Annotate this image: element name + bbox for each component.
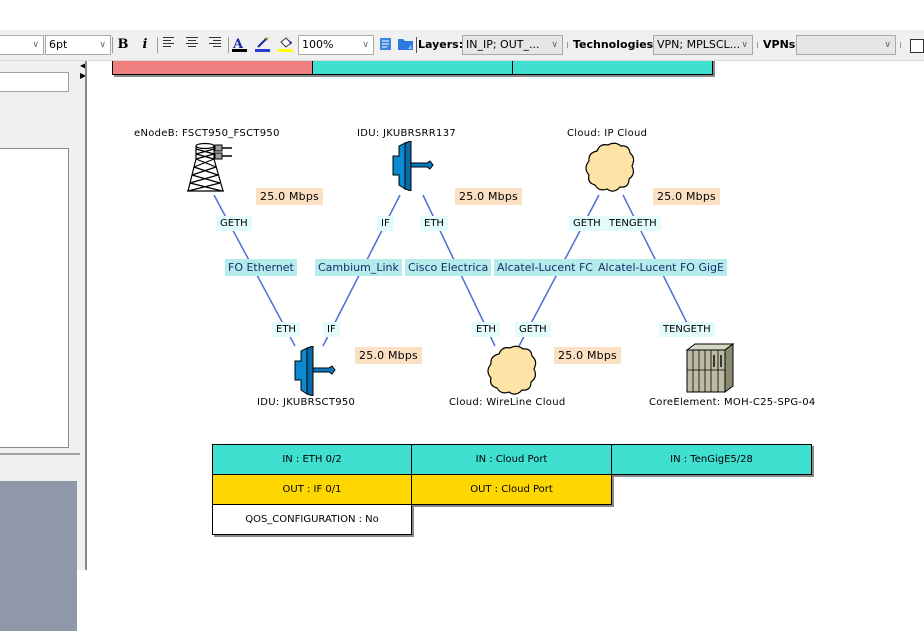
document-list-icon — [380, 38, 391, 50]
port-label: ETH — [472, 322, 500, 337]
technologies-value: VPN; MPLSCL... — [657, 38, 741, 51]
cell-tower-icon — [187, 142, 232, 192]
chevron-down-icon: ∨ — [362, 40, 369, 50]
left-list[interactable] — [0, 148, 69, 448]
bold-button[interactable]: B — [117, 37, 129, 52]
line-color-icon — [255, 37, 270, 52]
align-left-button[interactable] — [160, 36, 178, 54]
link-label[interactable]: Cambium_Link — [315, 259, 402, 276]
technologies-label: Technologies: — [573, 38, 658, 51]
toolbar: ∨ 6pt ∨ B i A 100% ∨ Layers: IN_IP; OUT_..… — [0, 30, 924, 61]
node-label[interactable]: CoreElement: MOH-C25-SPG-04 — [649, 397, 816, 408]
core-element-rack-icon — [685, 343, 735, 393]
node-label[interactable]: Cloud: IP Cloud — [567, 128, 648, 139]
link-label[interactable]: FO Ethernet — [225, 259, 297, 276]
open-folder-button[interactable] — [397, 36, 415, 54]
italic-button[interactable]: i — [142, 37, 148, 52]
separator — [416, 37, 417, 53]
align-right-icon — [209, 37, 221, 47]
technologies-select[interactable]: VPN; MPLSCL...∨ — [653, 35, 753, 55]
qos-config-cell[interactable]: QOS_CONFIGURATION : No — [212, 504, 412, 535]
node-label[interactable]: IDU: JKUBRSRR137 — [357, 128, 457, 139]
chevron-down-icon: ∨ — [99, 40, 106, 50]
bandwidth-label: 25.0 Mbps — [653, 188, 720, 205]
vpns-label: VPNs: — [763, 38, 800, 51]
separator — [228, 37, 229, 53]
port-label: GETH — [216, 216, 252, 231]
link-label[interactable]: Cisco Electrica — [405, 259, 492, 276]
top-table-cell[interactable] — [512, 61, 713, 75]
node-label[interactable]: Cloud: WireLine Cloud — [449, 397, 566, 408]
port-label: TENGETH — [659, 322, 715, 337]
line-color-button[interactable] — [254, 36, 272, 54]
layers-label: Layers: — [418, 38, 464, 51]
bandwidth-label: 25.0 Mbps — [455, 188, 522, 205]
left-search-input[interactable] — [0, 72, 69, 92]
align-center-button[interactable] — [183, 36, 201, 54]
zoom-value: 100% — [302, 38, 334, 51]
idu-antenna-icon — [392, 141, 434, 191]
diagram-canvas[interactable]: eNodeB: FSCT950_FSCT950 IDU: JKUBRSRR137… — [87, 61, 924, 570]
title-area — [0, 0, 924, 30]
node-label[interactable]: eNodeB: FSCT950_FSCT950 — [134, 128, 280, 139]
align-left-icon — [163, 37, 174, 47]
node-label[interactable]: IDU: JKUBRSCT950 — [257, 397, 356, 408]
font-name-select[interactable]: ∨ — [0, 35, 44, 55]
splitter-line — [85, 61, 87, 570]
separator — [900, 42, 901, 48]
separator — [112, 37, 113, 53]
in-port-cell[interactable]: IN : Cloud Port — [411, 444, 612, 475]
properties-button[interactable] — [377, 36, 395, 54]
svg-text:A: A — [232, 37, 244, 52]
link-label[interactable]: Alcatel-Lucent FO GigE — [595, 259, 727, 276]
left-bottom-panel — [0, 481, 77, 631]
separator — [757, 42, 758, 48]
port-label: TENGETH — [605, 216, 661, 231]
bandwidth-label: 25.0 Mbps — [256, 188, 323, 205]
bandwidth-label: 25.0 Mbps — [355, 347, 422, 364]
bandwidth-label: 25.0 Mbps — [554, 347, 621, 364]
chevron-down-icon: ∨ — [551, 40, 558, 50]
collapse-left-icon[interactable]: ◀ — [80, 61, 87, 70]
port-label: IF — [377, 216, 394, 231]
font-size-select[interactable]: 6pt ∨ — [45, 35, 111, 55]
cloud-icon — [585, 142, 635, 192]
chevron-down-icon: ∨ — [741, 40, 748, 50]
layers-select[interactable]: IN_IP; OUT_... ∨ — [462, 35, 563, 55]
checkbox[interactable] — [910, 39, 924, 53]
zoom-select[interactable]: 100% ∨ — [298, 35, 374, 55]
in-port-cell[interactable]: IN : TenGigE5/28 — [611, 444, 812, 475]
separator — [567, 42, 568, 48]
font-size-value: 6pt — [49, 38, 68, 51]
left-panel — [0, 61, 80, 631]
folder-icon — [398, 39, 413, 50]
idu-antenna-icon — [294, 346, 336, 396]
chevron-down-icon: ∨ — [884, 40, 891, 50]
port-label: GETH — [515, 322, 551, 337]
vertical-splitter[interactable]: ◀ ▶ — [80, 61, 86, 570]
port-label: ETH — [272, 322, 300, 337]
cloud-icon — [487, 345, 537, 395]
font-color-icon: A — [232, 37, 247, 52]
font-color-button[interactable]: A — [231, 36, 249, 54]
port-label: GETH — [569, 216, 605, 231]
out-port-cell[interactable]: OUT : Cloud Port — [411, 474, 612, 505]
link-label[interactable]: Alcatel-Lucent FC — [494, 259, 596, 276]
port-label: IF — [323, 322, 340, 337]
separator — [157, 37, 158, 53]
chevron-down-icon: ∨ — [32, 40, 39, 50]
expand-right-icon[interactable]: ▶ — [80, 71, 87, 80]
fill-color-button[interactable] — [277, 36, 295, 54]
align-center-icon — [186, 37, 198, 47]
panel-splitter[interactable] — [0, 453, 80, 455]
out-port-cell[interactable]: OUT : IF 0/1 — [212, 474, 412, 505]
in-port-cell[interactable]: IN : ETH 0/2 — [212, 444, 412, 475]
port-label: ETH — [420, 216, 448, 231]
vpns-select[interactable]: ∨ — [796, 35, 896, 55]
layers-value: IN_IP; OUT_... — [466, 38, 540, 51]
paint-bucket-icon — [278, 37, 293, 52]
align-right-button[interactable] — [206, 36, 224, 54]
